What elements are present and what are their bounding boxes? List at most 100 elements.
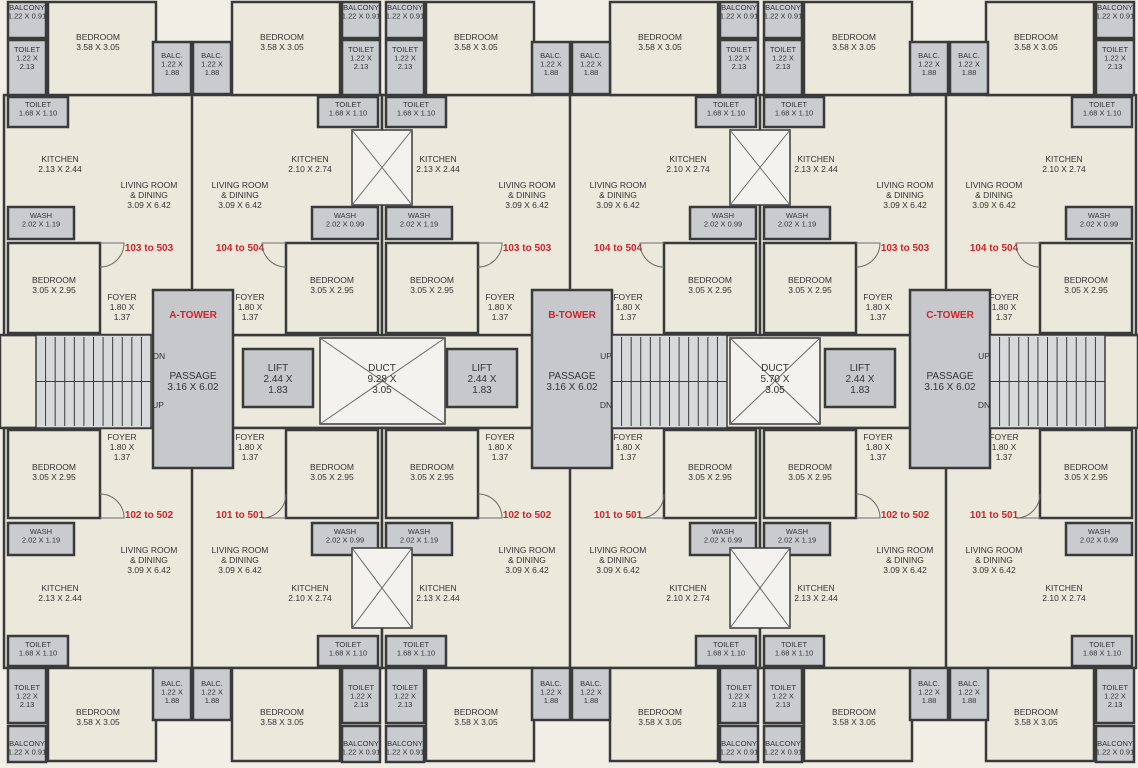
- duct-b-label-line: DUCT: [761, 363, 789, 374]
- duct-b-label-line: 3.05: [765, 385, 785, 396]
- unit-5-balcony-label-line: BALCONY: [387, 3, 423, 12]
- balc-top-0: [151, 40, 193, 96]
- unit-4-bedroom-label-line: BEDROOM: [310, 462, 354, 472]
- lift-label-1-line: LIFT: [472, 363, 493, 374]
- unit-7-toilet-small-label-line: TOILET: [392, 683, 419, 692]
- unit-7-toilet-small-label-line: 1.22 X: [394, 692, 416, 701]
- unit-10-toilet-small-label-line: TOILET: [1102, 45, 1129, 54]
- unit-12-balcony: [1094, 724, 1136, 764]
- unit-9-toilet-wide: [762, 95, 826, 129]
- unit-7-number: 102 to 502: [503, 510, 552, 521]
- lift-label-1-line: 2.44 X: [468, 374, 497, 385]
- unit-9-wash: [762, 205, 832, 241]
- unit-8-living-label-line: LIVING ROOM: [590, 545, 647, 555]
- unit-5-toilet-wide: [384, 95, 448, 129]
- unit-3-toilet-small-label-line: TOILET: [14, 683, 41, 692]
- unit-1-wash-label-line: 2.02 X 1.19: [22, 220, 60, 229]
- unit-3-balcony-label-line: 1.22 X 0.91: [8, 748, 46, 757]
- duct-shaft-a: [319, 337, 446, 425]
- unit-9-bedroom-label-line: BEDROOM: [788, 275, 832, 285]
- shaft-top-0-diag: [351, 129, 413, 206]
- unit-9-door: [855, 242, 881, 268]
- unit-7-balcony-label-line: BALCONY: [387, 739, 423, 748]
- unit-2-door: [261, 242, 287, 268]
- unit-6-living-label-line: LIVING ROOM: [590, 180, 647, 190]
- unit-1-living-label-line: LIVING ROOM: [121, 180, 178, 190]
- unit-6-wash-label-line: 2.02 X 0.99: [704, 220, 742, 229]
- unit-9-wash-label-line: WASH: [786, 211, 808, 220]
- shaft-bottom-1: [729, 547, 791, 629]
- balc-top-3: [570, 40, 612, 96]
- unit-12-foyer-label-line: 1.37: [996, 452, 1013, 462]
- unit-10-living-label-line: LIVING ROOM: [966, 180, 1023, 190]
- unit-6-kitchen-label-line: 2.10 X 2.74: [666, 164, 710, 174]
- balc-top-label-3-line: 1.88: [584, 68, 599, 77]
- unit-4-foyer-label-line: 1.80 X: [238, 442, 263, 452]
- unit-9-number: 103 to 503: [881, 243, 930, 254]
- balc-top-label-5-line: 1.22 X: [958, 60, 980, 69]
- unit-12-kitchen-label-line: 2.10 X 2.74: [1042, 593, 1086, 603]
- unit-7-foyer-label-line: 1.37: [492, 452, 509, 462]
- unit-4-bedroom-label-line: 3.05 X 2.95: [310, 472, 354, 482]
- unit-5-toilet-small-label-line: 1.22 X: [394, 54, 416, 63]
- balc-top-label-4: BALC.1.22 X1.88: [918, 51, 940, 77]
- unit-8-wash-label-line: WASH: [712, 527, 734, 536]
- unit-8-door: [639, 493, 665, 519]
- stair-b: [611, 334, 728, 429]
- balc-top-label-3-line: BALC.: [580, 51, 602, 60]
- unit-12-bedroom: [1038, 428, 1134, 520]
- unit-11-living-label-line: 3.09 X 6.42: [883, 565, 927, 575]
- unit-2-bedroom-label-line: 3.05 X 2.95: [310, 285, 354, 295]
- unit-4-toilet-small-label-line: TOILET: [348, 683, 375, 692]
- unit-1-bedroom-label-line: BEDROOM: [32, 275, 76, 285]
- tower-label-1: B-TOWER: [548, 310, 596, 321]
- balc-top-label-0: BALC.1.22 X1.88: [161, 51, 183, 77]
- passage-1: [530, 288, 614, 470]
- unit-1-wash: [6, 205, 76, 241]
- unit-4-balcony-label-line: BALCONY: [343, 739, 379, 748]
- unit-3-door: [99, 493, 125, 519]
- balc-bottom-label-0-line: 1.22 X: [161, 688, 183, 697]
- unit-5-toilet-small-label-line: 2.13: [398, 62, 413, 71]
- unit-1-toilet-small-label-line: 2.13: [20, 62, 35, 71]
- unit-1-door: [99, 242, 125, 268]
- unit-8-living-label-line: & DINING: [599, 555, 637, 565]
- unit-12-toilet-small-label-line: 2.13: [1108, 700, 1123, 709]
- unit-11-wash-label-line: 2.02 X 1.19: [778, 536, 816, 545]
- unit-4-toilet-small-label-line: 1.22 X: [350, 692, 372, 701]
- unit-3-toilet-small-label-line: 1.22 X: [16, 692, 38, 701]
- unit-5-foyer-label-line: 1.37: [492, 312, 509, 322]
- unit-8-balcony-label-line: BALCONY: [721, 739, 757, 748]
- lift-label-1-line: 1.83: [472, 385, 492, 396]
- unit-5-toilet-wide-label-line: TOILET: [403, 100, 430, 109]
- passage-0: [151, 288, 235, 470]
- unit-12-toilet-small-label-line: TOILET: [1102, 683, 1129, 692]
- unit-5-balcony-label-line: 1.22 X 0.91: [386, 12, 424, 21]
- unit-9-living-label-line: & DINING: [886, 190, 924, 200]
